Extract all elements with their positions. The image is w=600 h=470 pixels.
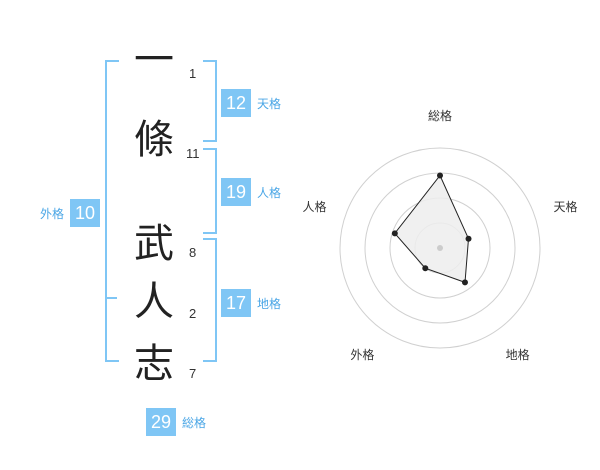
- soukaku-badge: 29 総格: [146, 408, 206, 436]
- radar-axis-label-2: 天格: [554, 199, 578, 214]
- radar-point-5: [391, 230, 398, 237]
- chikaku-bracket: [203, 238, 217, 362]
- radar-point-2: [465, 235, 472, 242]
- name-char-3: 武: [134, 221, 174, 267]
- chikaku-value: 17: [221, 289, 251, 317]
- gaikaku-badge: 外格 10: [40, 199, 101, 227]
- radar-data-area: [394, 174, 470, 284]
- radar-axis-label-5: 人格: [302, 199, 326, 214]
- name-char-5: 志: [134, 341, 174, 387]
- gaikaku-label: 外格: [40, 206, 65, 221]
- stroke-count-1: 1: [189, 66, 197, 81]
- stroke-count-3: 8: [189, 245, 197, 260]
- tenkaku-bracket: [203, 60, 217, 142]
- stroke-count-5: 7: [189, 366, 197, 381]
- jinkaku-bracket: [203, 148, 217, 234]
- radar-grid-ring-4: [339, 147, 541, 349]
- radar-axis-label-1: 総格: [428, 108, 452, 123]
- radar-point-3: [461, 279, 468, 286]
- soukaku-value: 29: [146, 408, 176, 436]
- name-char-2: 條: [134, 117, 174, 163]
- gaikaku-bracket: [105, 60, 119, 362]
- name-char-4: 人: [134, 279, 174, 325]
- stroke-count-4: 2: [189, 306, 197, 321]
- jinkaku-label: 人格: [257, 185, 282, 200]
- tenkaku-label: 天格: [257, 96, 282, 111]
- tenkaku-value: 12: [221, 89, 251, 117]
- gaikaku-value: 10: [70, 199, 101, 227]
- stroke-count-2: 11: [186, 146, 200, 161]
- radar-center-dot: [437, 245, 443, 251]
- radar-point-1: [437, 172, 443, 179]
- chikaku-label: 地格: [257, 296, 282, 311]
- radar-point-4: [422, 265, 429, 272]
- jinkaku-badge: 19 人格: [221, 178, 281, 206]
- soukaku-label: 総格: [182, 415, 207, 430]
- radar-axis-label-4: 外格: [350, 347, 374, 362]
- chikaku-badge: 17 地格: [221, 289, 281, 317]
- jinkaku-value: 19: [221, 178, 251, 206]
- tenkaku-badge: 12 天格: [221, 89, 281, 117]
- name-char-1: 一: [134, 37, 174, 83]
- gaikaku-bracket-tick: [105, 297, 117, 299]
- radar-axis-label-3: 地格: [506, 347, 530, 362]
